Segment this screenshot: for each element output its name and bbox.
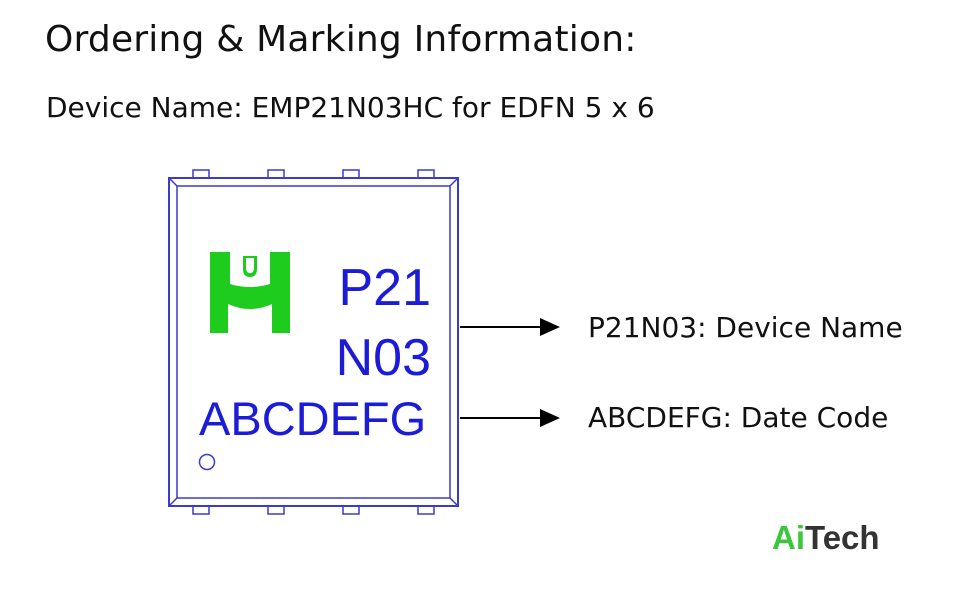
chip-marking-line-3: ABCDEFG [199,392,427,445]
watermark-part-2: Tech [805,519,880,556]
page-title: Ordering & Marking Information: [45,19,637,60]
aitech-watermark: AiTech [772,518,880,558]
chip-marking-line-2: N03 [335,329,431,387]
device-name-line: Device Name: EMP21N03HC for EDFN 5 x 6 [46,91,655,124]
watermark-part-1: Ai [772,519,805,556]
package-outline-outer [168,177,459,507]
chip-marking-line-1: P21 [338,259,431,317]
right-arrow-icon [460,318,560,336]
pin1-dot-icon [198,453,216,471]
package-outline-inner [176,185,451,499]
package-corner-lines [168,177,459,507]
green-m-logo-icon [210,252,290,333]
right-arrow-icon [460,409,560,427]
callout-device-name: P21N03: Device Name [588,311,903,344]
callout-date-code: ABCDEFG: Date Code [588,401,889,434]
